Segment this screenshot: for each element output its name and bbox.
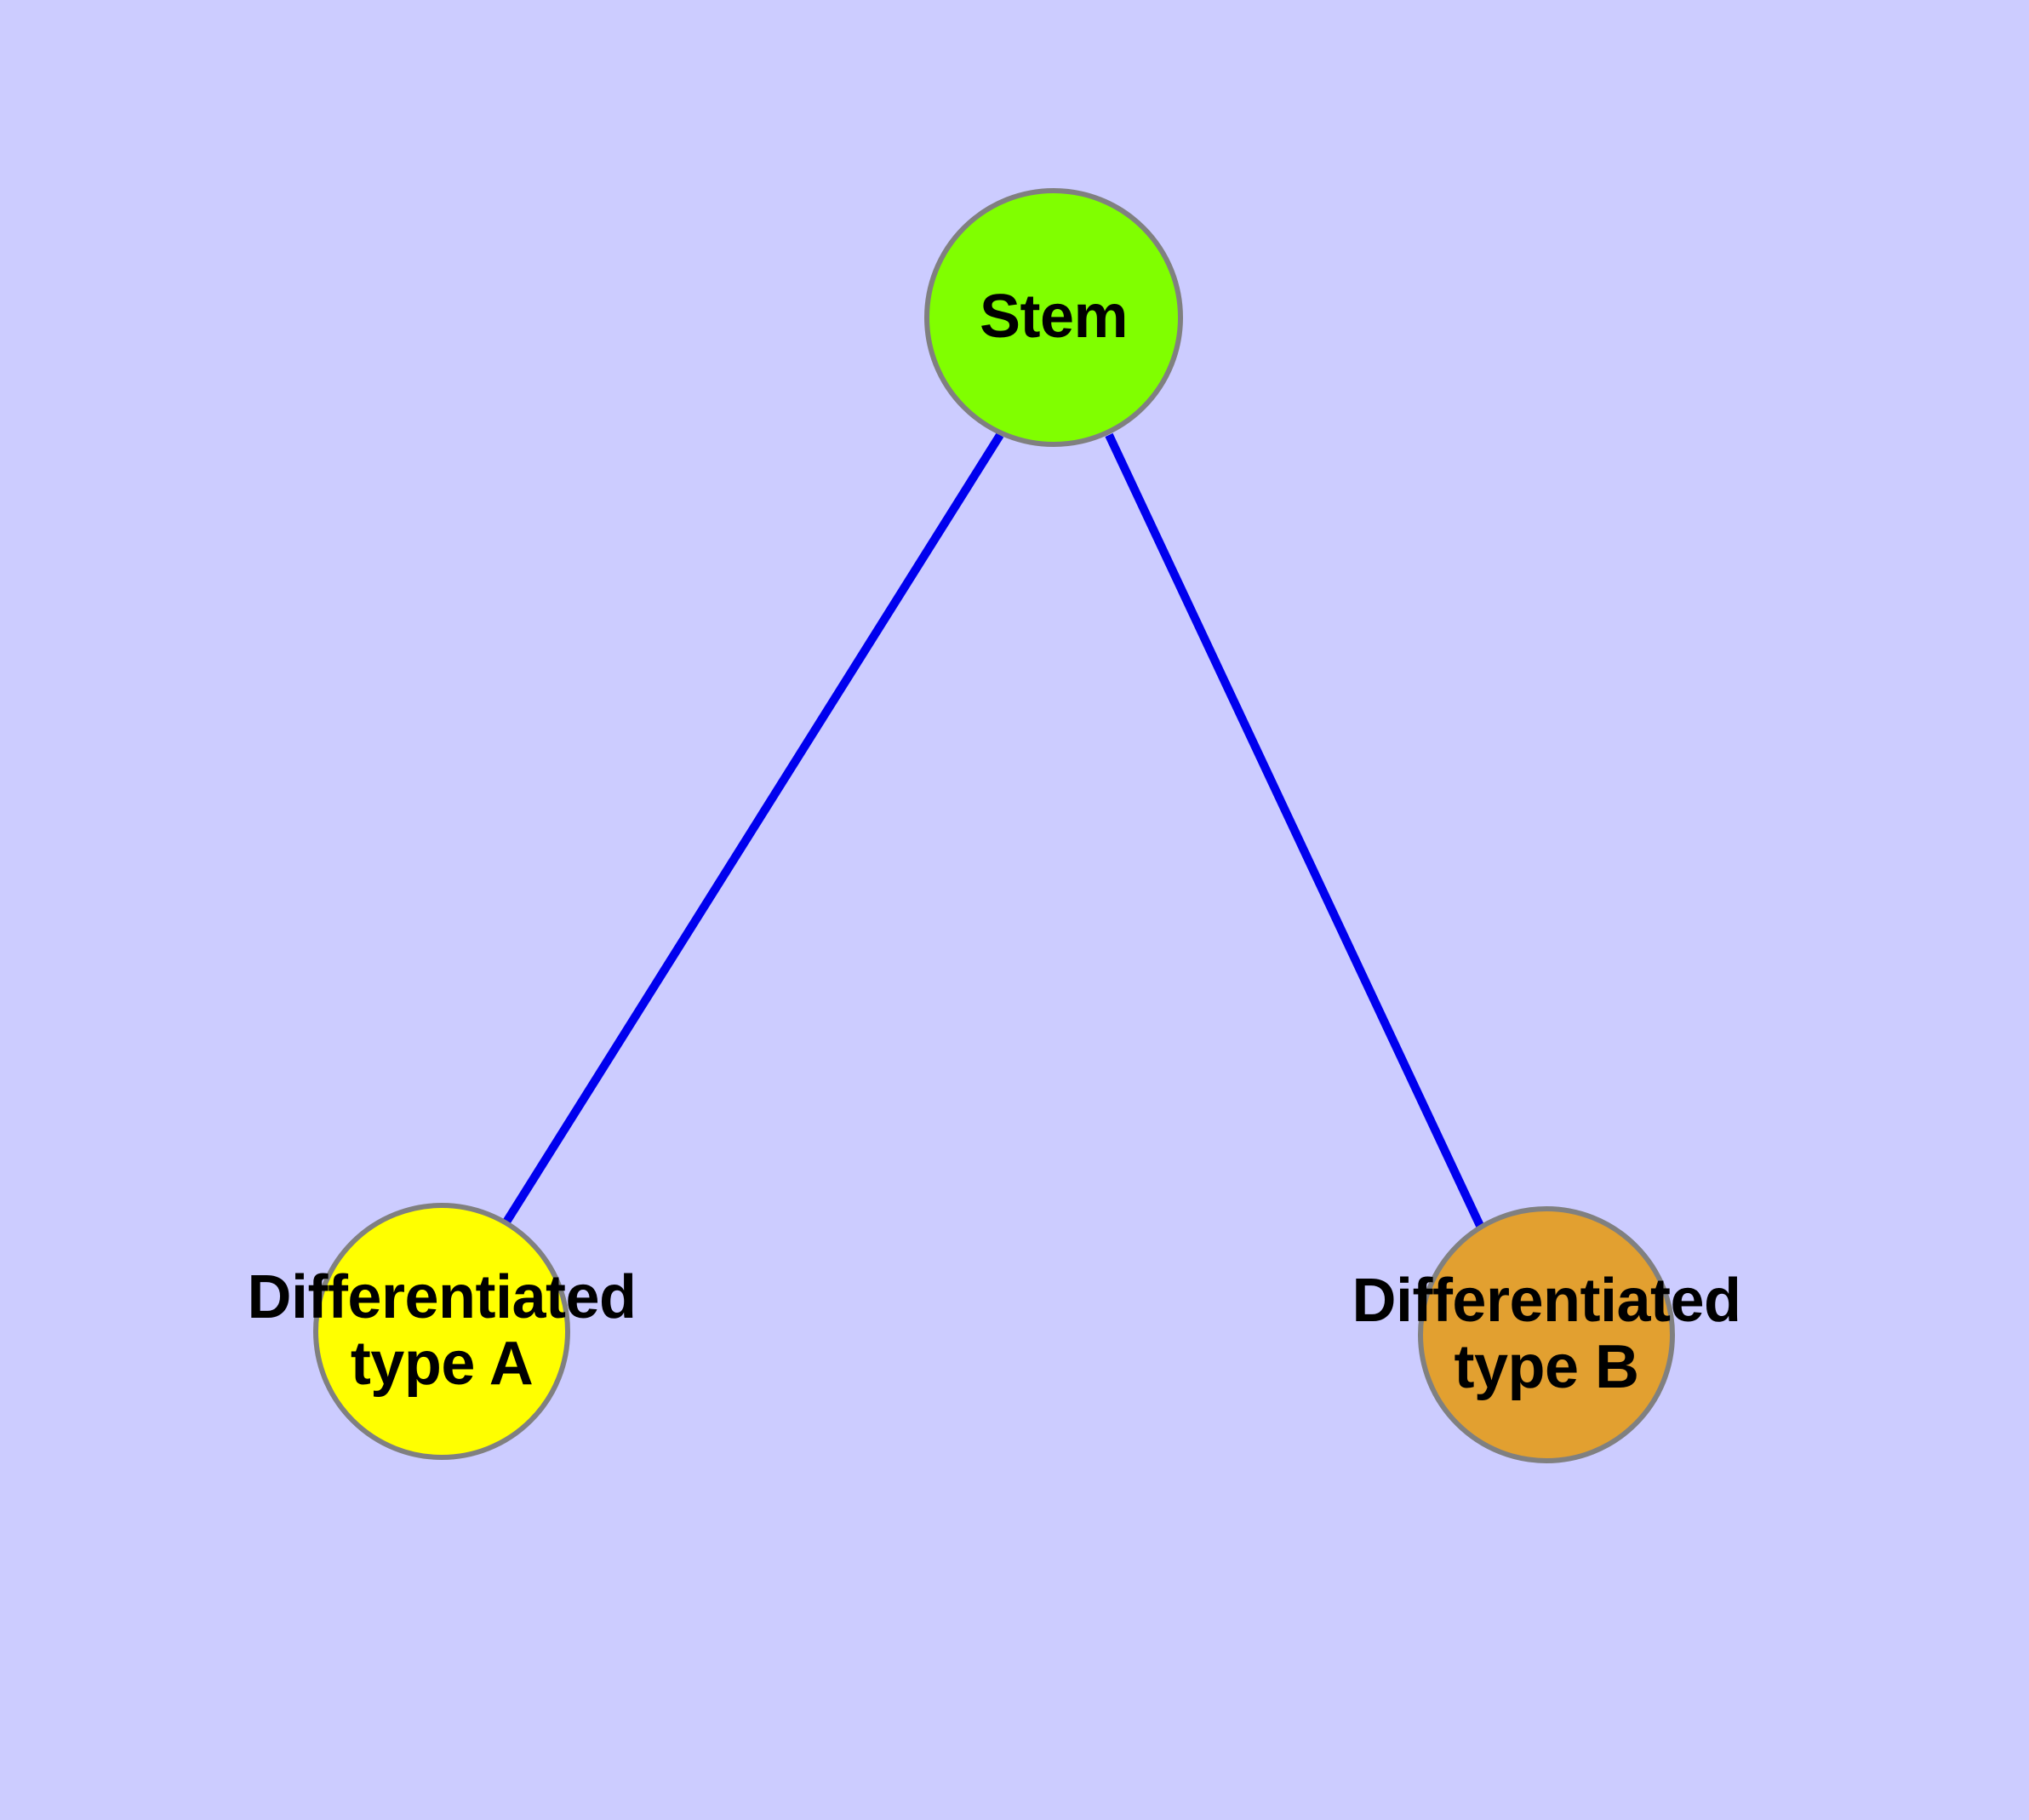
- edge-stem-to-differentiated-type-a[interactable]: [501, 432, 1004, 1226]
- node-stem[interactable]: [924, 188, 1183, 447]
- node-differentiated-type-b[interactable]: [1418, 1206, 1675, 1463]
- edge-stem-to-differentiated-type-b[interactable]: [1105, 432, 1485, 1230]
- node-differentiated-type-a-circle[interactable]: [313, 1203, 570, 1460]
- node-stem-circle[interactable]: [924, 188, 1183, 447]
- node-differentiated-type-b-circle[interactable]: [1418, 1206, 1675, 1463]
- node-differentiated-type-a[interactable]: [313, 1203, 570, 1460]
